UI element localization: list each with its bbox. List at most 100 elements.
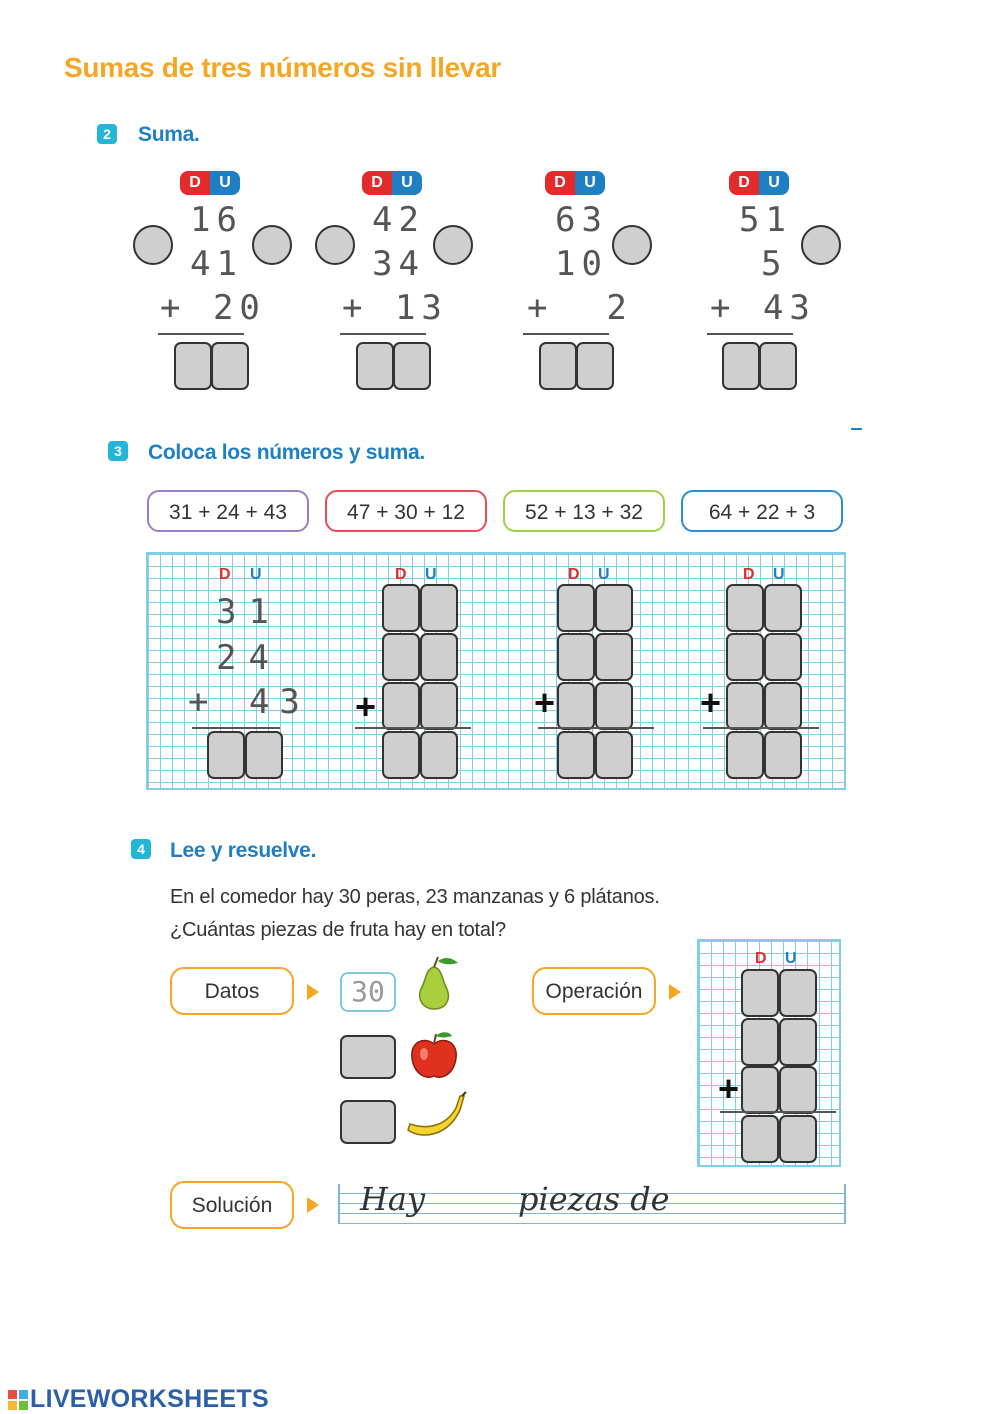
solution-piezas-de: piezas de — [518, 1180, 670, 1218]
plus-sign: + — [718, 1068, 740, 1109]
problem-text-line-2: ¿Cuántas piezas de fruta hay en total? — [170, 919, 506, 941]
arrow-icon — [307, 984, 319, 1000]
pear-icon — [418, 956, 458, 1010]
logo-text: LIVEWORKSHEETS — [30, 1385, 269, 1413]
addend-1: 51 — [739, 200, 792, 240]
answer-units-input[interactable] — [576, 342, 614, 390]
addend-3: + 20 — [160, 288, 266, 328]
answer-tens-input[interactable] — [382, 731, 420, 779]
digit-input[interactable] — [726, 633, 764, 681]
answer-units-input[interactable] — [245, 731, 283, 779]
answer-units-input[interactable] — [764, 731, 802, 779]
sum-line — [523, 333, 609, 335]
answer-tens-input[interactable] — [539, 342, 577, 390]
sum-line — [707, 333, 793, 335]
digit-input[interactable] — [420, 633, 458, 681]
arrow-icon — [307, 1197, 319, 1213]
digit-input[interactable] — [382, 682, 420, 730]
expression-4: 64 + 22 + 3 — [681, 490, 843, 532]
section-2-number: 2 — [97, 124, 117, 144]
addend-2: 41 — [190, 244, 243, 284]
digit-input[interactable] — [779, 969, 817, 1017]
solution-lines[interactable] — [338, 1184, 846, 1224]
apple-count-input[interactable] — [340, 1035, 396, 1079]
section-3-number: 3 — [108, 441, 128, 461]
answer-units-input[interactable] — [211, 342, 249, 390]
partial-sum-input[interactable] — [612, 225, 652, 265]
partial-sum-input[interactable] — [315, 225, 355, 265]
sum-line — [340, 333, 426, 335]
plus-sign: + — [534, 682, 556, 723]
digit-input[interactable] — [726, 682, 764, 730]
digit-input[interactable] — [741, 1018, 779, 1066]
pear-count: 30 — [340, 972, 396, 1012]
addend-2: 34 — [372, 244, 425, 284]
example-addend-3: + 43 — [188, 682, 310, 722]
addend-3: + 13 — [342, 288, 448, 328]
expression-2: 47 + 30 + 12 — [325, 490, 487, 532]
digit-input[interactable] — [557, 682, 595, 730]
partial-sum-input[interactable] — [801, 225, 841, 265]
addend-1: 42 — [372, 200, 425, 240]
addend-1: 16 — [190, 200, 243, 240]
answer-units-input[interactable] — [595, 731, 633, 779]
answer-tens-input[interactable] — [356, 342, 394, 390]
digit-input[interactable] — [741, 1066, 779, 1114]
problem-text-line-1: En el comedor hay 30 peras, 23 manzanas … — [170, 886, 660, 908]
answer-units-input[interactable] — [759, 342, 797, 390]
addend-2: 10 — [555, 244, 608, 284]
digit-input[interactable] — [779, 1018, 817, 1066]
example-addend-2: 24 — [216, 638, 281, 678]
answer-units-input[interactable] — [420, 731, 458, 779]
answer-units-input[interactable] — [393, 342, 431, 390]
partial-sum-input[interactable] — [433, 225, 473, 265]
section-2-title: Suma. — [138, 123, 200, 146]
answer-units-input[interactable] — [779, 1115, 817, 1163]
digit-input[interactable] — [420, 584, 458, 632]
plus-sign: + — [700, 682, 722, 723]
apple-icon — [411, 1032, 457, 1078]
partial-sum-input[interactable] — [133, 225, 173, 265]
answer-tens-input[interactable] — [726, 731, 764, 779]
answer-tens-input[interactable] — [557, 731, 595, 779]
digit-input[interactable] — [595, 633, 633, 681]
sum-line — [192, 727, 280, 729]
plus-sign: + — [355, 686, 377, 727]
digit-input[interactable] — [595, 682, 633, 730]
answer-tens-input[interactable] — [207, 731, 245, 779]
digit-input[interactable] — [779, 1066, 817, 1114]
digit-input[interactable] — [764, 584, 802, 632]
operacion-label: Operación — [532, 967, 656, 1015]
banana-count-input[interactable] — [340, 1100, 396, 1144]
digit-input[interactable] — [420, 682, 458, 730]
digit-input[interactable] — [726, 584, 764, 632]
u-label: U — [250, 566, 262, 583]
digit-input[interactable] — [741, 969, 779, 1017]
digit-input[interactable] — [382, 633, 420, 681]
digit-input[interactable] — [595, 584, 633, 632]
liveworksheets-logo[interactable]: LIVEWORKSHEETS — [8, 1385, 269, 1414]
u-label: U — [773, 566, 785, 583]
section-4-number: 4 — [131, 839, 151, 859]
datos-label: Datos — [170, 967, 294, 1015]
sum-line — [720, 1111, 836, 1113]
addend-3: + 43 — [710, 288, 816, 328]
example-addend-1: 31 — [216, 592, 281, 632]
sum-line — [355, 727, 471, 729]
expression-1: 31 + 24 + 43 — [147, 490, 309, 532]
digit-input[interactable] — [764, 682, 802, 730]
u-label: U — [425, 566, 437, 583]
digit-input[interactable] — [557, 633, 595, 681]
partial-sum-input[interactable] — [252, 225, 292, 265]
answer-tens-input[interactable] — [741, 1115, 779, 1163]
digit-input[interactable] — [557, 584, 595, 632]
answer-tens-input[interactable] — [174, 342, 212, 390]
digit-input[interactable] — [764, 633, 802, 681]
answer-tens-input[interactable] — [722, 342, 760, 390]
digit-input[interactable] — [382, 584, 420, 632]
arrow-icon — [669, 984, 681, 1000]
